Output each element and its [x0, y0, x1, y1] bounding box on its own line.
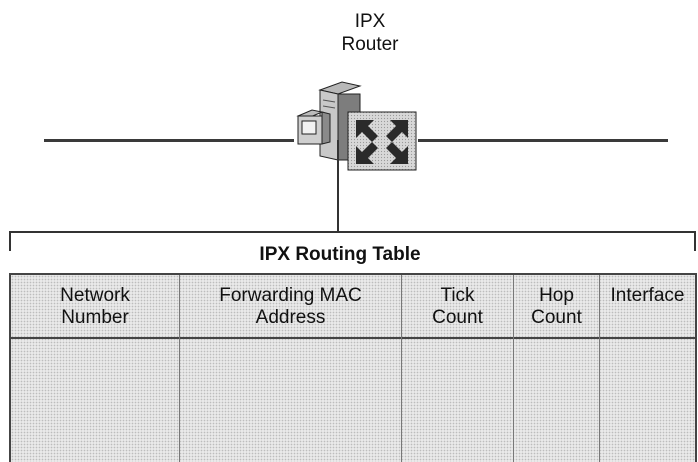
router-icon	[296, 81, 417, 171]
column-header-interface: Interface	[610, 285, 685, 306]
column-divider	[179, 275, 180, 462]
router-connector-line	[337, 140, 339, 232]
column-header-network-number: Network Number	[60, 285, 130, 328]
table-bracket	[9, 231, 696, 233]
router-label: IPX Router	[300, 10, 440, 56]
router-label-line1: IPX	[354, 11, 386, 32]
column-header-hop-count: Hop Count	[531, 285, 582, 328]
table-bracket-left	[9, 231, 11, 251]
column-divider	[599, 275, 600, 462]
network-segment-right	[418, 139, 668, 142]
column-divider	[513, 275, 514, 462]
network-segment-left	[44, 139, 294, 142]
router-label-line2: Router	[341, 34, 399, 55]
column-divider	[401, 275, 402, 462]
routing-table: Network Number Forwarding MAC Address Ti…	[9, 273, 697, 462]
column-header-forwarding-mac-address: Forwarding MAC Address	[219, 285, 362, 328]
column-header-tick-count: Tick Count	[432, 285, 483, 328]
routing-table-title: IPX Routing Table	[259, 244, 421, 265]
table-header-row: Network Number Forwarding MAC Address Ti…	[11, 275, 695, 339]
table-bracket-right	[694, 231, 696, 251]
